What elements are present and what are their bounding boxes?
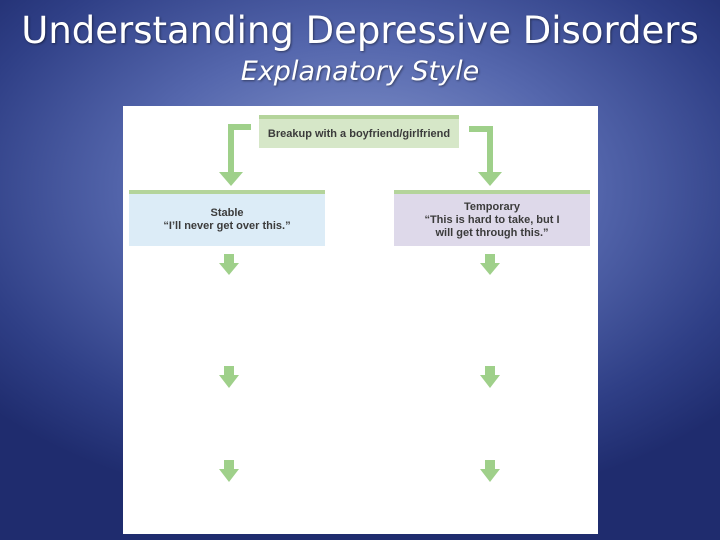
left-down-arrow-3 <box>219 460 239 482</box>
right-elbow-arrowhead <box>478 172 502 186</box>
slide-subtitle: Explanatory Style <box>240 56 480 87</box>
diagram-panel: Breakup with a boyfriend/girlfriend Stab… <box>123 106 598 534</box>
temporary-box: Temporary “This is hard to take, but I w… <box>394 190 590 246</box>
temporary-heading: Temporary <box>463 200 521 213</box>
right-down-arrow-1 <box>480 254 500 275</box>
right-down-arrow-2 <box>480 366 500 388</box>
temporary-quote-line1: “This is hard to take, but I <box>424 213 560 226</box>
temporary-quote-line2: will get through this.” <box>435 226 549 239</box>
left-elbow-arrowhead <box>219 172 243 186</box>
stable-box: Stable “I’ll never get over this.” <box>129 190 325 246</box>
stable-heading: Stable <box>210 207 244 219</box>
left-down-arrow-2 <box>219 366 239 388</box>
slide-title: Understanding Depressive Disorders <box>21 9 699 52</box>
connector-arrows <box>219 124 502 482</box>
right-elbow-arrow <box>469 126 493 180</box>
stable-quote: “I’ll never get over this.” <box>163 220 291 232</box>
left-down-arrow-1 <box>219 254 239 275</box>
right-down-arrow-3 <box>480 460 500 482</box>
left-elbow-arrow <box>228 124 251 180</box>
event-box: Breakup with a boyfriend/girlfriend <box>259 115 459 148</box>
